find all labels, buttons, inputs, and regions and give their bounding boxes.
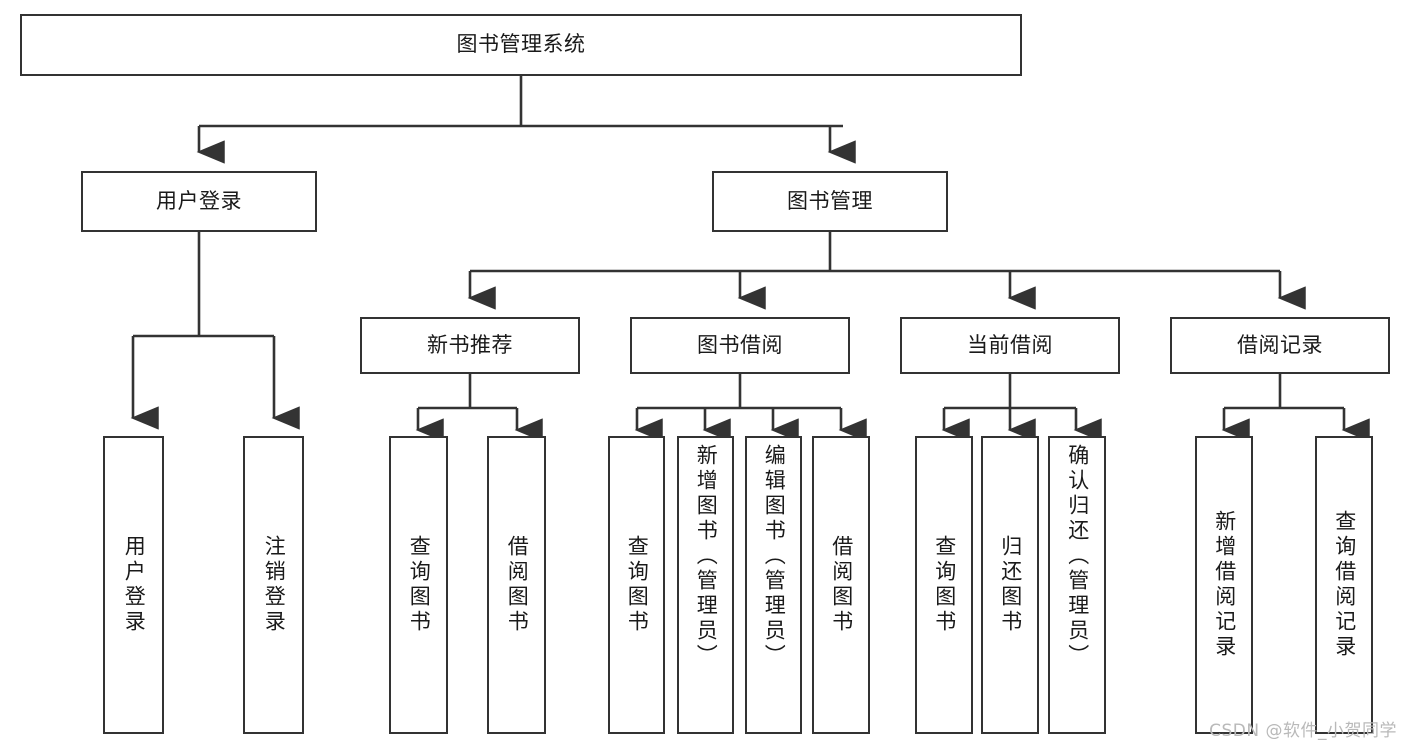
node-leaf-query-book-1[interactable]: 查询图书 (389, 436, 448, 734)
node-leaf-return-book[interactable]: 归还图书 (981, 436, 1039, 734)
node-book-manage[interactable]: 图书管理 (712, 171, 948, 232)
node-leaf-confirm-return-label: 确认归还（管理员） (1065, 444, 1090, 669)
node-leaf-add-book-label: 新增图书（管理员） (694, 444, 719, 669)
node-root-label: 图书管理系统 (456, 32, 586, 57)
node-borrow-record-label: 借阅记录 (1237, 332, 1323, 357)
node-book-borrow[interactable]: 图书借阅 (630, 317, 850, 374)
node-leaf-return-book-label: 归还图书 (998, 535, 1023, 635)
node-leaf-query-record[interactable]: 查询借阅记录 (1315, 436, 1373, 734)
node-user-login[interactable]: 用户登录 (81, 171, 317, 232)
node-leaf-query-record-label: 查询借阅记录 (1332, 510, 1357, 660)
node-user-login-label: 用户登录 (156, 188, 242, 213)
node-leaf-add-record[interactable]: 新增借阅记录 (1195, 436, 1253, 734)
node-leaf-logout-login-label: 注销登录 (262, 535, 287, 635)
node-leaf-add-record-label: 新增借阅记录 (1212, 510, 1237, 660)
node-root[interactable]: 图书管理系统 (20, 14, 1022, 76)
node-leaf-borrow-book-1[interactable]: 借阅图书 (487, 436, 546, 734)
node-new-book-rec[interactable]: 新书推荐 (360, 317, 580, 374)
node-leaf-borrow-book-2-label: 借阅图书 (829, 535, 854, 635)
node-new-book-rec-label: 新书推荐 (427, 332, 513, 357)
node-borrow-record[interactable]: 借阅记录 (1170, 317, 1390, 374)
node-leaf-add-book[interactable]: 新增图书（管理员） (677, 436, 734, 734)
node-leaf-user-login-label: 用户登录 (122, 535, 147, 635)
node-leaf-edit-book[interactable]: 编辑图书（管理员） (745, 436, 802, 734)
node-current-borrow[interactable]: 当前借阅 (900, 317, 1120, 374)
node-leaf-logout-login[interactable]: 注销登录 (243, 436, 304, 734)
node-book-borrow-label: 图书借阅 (697, 332, 783, 357)
node-leaf-confirm-return[interactable]: 确认归还（管理员） (1048, 436, 1106, 734)
node-leaf-query-book-1-label: 查询图书 (407, 535, 432, 635)
node-leaf-edit-book-label: 编辑图书（管理员） (762, 444, 787, 669)
node-leaf-query-book-2-label: 查询图书 (625, 535, 650, 635)
csdn-watermark: CSDN @软件_小贺同学 (1209, 721, 1397, 741)
node-leaf-query-book-3[interactable]: 查询图书 (915, 436, 973, 734)
node-leaf-query-book-2[interactable]: 查询图书 (608, 436, 665, 734)
node-book-manage-label: 图书管理 (787, 188, 873, 213)
node-leaf-borrow-book-2[interactable]: 借阅图书 (812, 436, 870, 734)
node-current-borrow-label: 当前借阅 (967, 332, 1053, 357)
node-leaf-user-login[interactable]: 用户登录 (103, 436, 164, 734)
node-leaf-borrow-book-1-label: 借阅图书 (505, 535, 530, 635)
node-leaf-query-book-3-label: 查询图书 (932, 535, 957, 635)
